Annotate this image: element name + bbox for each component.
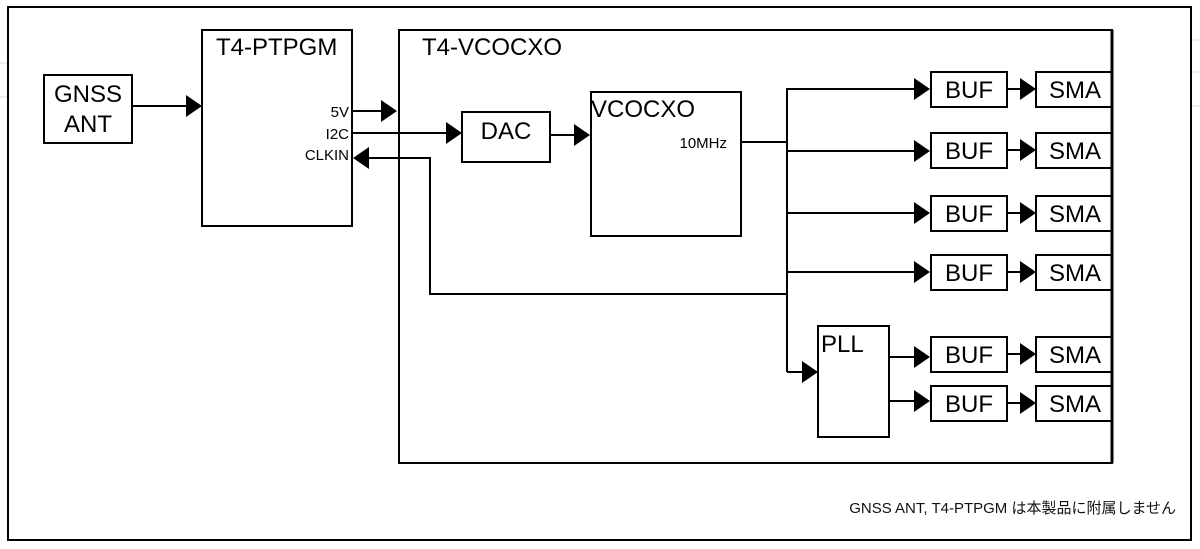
arrow-head-icon	[914, 390, 930, 412]
ptpgm-block: T4-PTPGM 5V I2C CLKIN	[201, 29, 353, 227]
footnote: GNSS ANT, T4-PTPGM は本製品に附属しません	[849, 500, 1176, 517]
arrow-head-icon	[914, 140, 930, 162]
sma-label: SMA	[1049, 391, 1101, 418]
arrow-head-icon	[574, 124, 590, 146]
buf-label: BUF	[945, 342, 993, 369]
arrow-head-icon	[1020, 343, 1036, 365]
arrow-head-icon	[1020, 139, 1036, 161]
arrow-head-icon	[914, 261, 930, 283]
outer-frame	[7, 6, 1192, 541]
buf-label: BUF	[945, 201, 993, 228]
arrow-head-icon	[1020, 261, 1036, 283]
sma-connector-block	[1035, 336, 1113, 373]
gnss-ant-label-line2: ANT	[64, 111, 112, 138]
buf-block	[930, 254, 1008, 291]
sma-label: SMA	[1049, 77, 1101, 104]
buf-label: BUF	[945, 260, 993, 287]
ptpgm-title: T4-PTPGM	[216, 34, 337, 61]
output-channels: BUF SMA BUF SMA BUF SMA BUF SMA BUF SMA BUF SMA	[930, 30, 1114, 463]
arrow-head-icon	[353, 147, 369, 169]
output-channel: BUF SMA	[930, 71, 1113, 108]
wire-clkin-feedback	[368, 157, 787, 295]
output-channel: BUF SMA	[930, 336, 1113, 373]
arrow-head-icon	[914, 346, 930, 368]
port-clkin-label: CLKIN	[305, 147, 349, 164]
vcocxo-block: VCOCXO 10MHz	[590, 91, 742, 237]
buf-label: BUF	[945, 391, 993, 418]
pll-label: PLL	[821, 331, 864, 358]
sma-label: SMA	[1049, 260, 1101, 287]
output-channel: BUF SMA	[930, 385, 1113, 422]
arrow-head-icon	[914, 78, 930, 100]
buf-block	[930, 385, 1008, 422]
output-channel: BUF SMA	[930, 132, 1113, 169]
buf-block	[930, 195, 1008, 232]
output-channel: BUF SMA	[930, 254, 1113, 291]
port-5v-label: 5V	[331, 104, 349, 121]
gnss-ant-label-line1: GNSS	[54, 81, 122, 108]
vcocxo-title: VCOCXO	[591, 96, 695, 123]
buf-label: BUF	[945, 138, 993, 165]
dac-block: DAC	[461, 111, 551, 163]
dac-label: DAC	[481, 118, 532, 145]
output-channel: BUF SMA	[930, 195, 1113, 232]
sma-connector-block	[1035, 195, 1113, 232]
arrow-head-icon	[381, 100, 397, 122]
arrow-head-icon	[802, 361, 818, 383]
sma-connector-block	[1035, 254, 1113, 291]
sma-connector-block	[1035, 385, 1113, 422]
arrow-head-icon	[186, 95, 202, 117]
arrow-head-icon	[446, 122, 462, 144]
port-i2c-label: I2C	[326, 126, 350, 143]
arrow-head-icon	[1020, 392, 1036, 414]
sma-label: SMA	[1049, 138, 1101, 165]
pll-block: PLL	[817, 325, 890, 438]
sma-connector-block	[1035, 132, 1113, 169]
vcocxo-module-title: T4-VCOCXO	[422, 34, 562, 61]
arrow-head-icon	[1020, 78, 1036, 100]
buf-block	[930, 336, 1008, 373]
arrow-head-icon	[1020, 202, 1036, 224]
branch-wires	[786, 78, 930, 383]
sma-label: SMA	[1049, 201, 1101, 228]
sma-label: SMA	[1049, 342, 1101, 369]
buf-label: BUF	[945, 77, 993, 104]
sma-connector-block	[1035, 71, 1113, 108]
gnss-ant-block: GNSS ANT	[43, 74, 133, 144]
vcocxo-module-frame: T4-VCOCXO	[398, 29, 1113, 464]
arrow-head-icon	[914, 202, 930, 224]
vcocxo-frequency-label: 10MHz	[679, 135, 727, 152]
